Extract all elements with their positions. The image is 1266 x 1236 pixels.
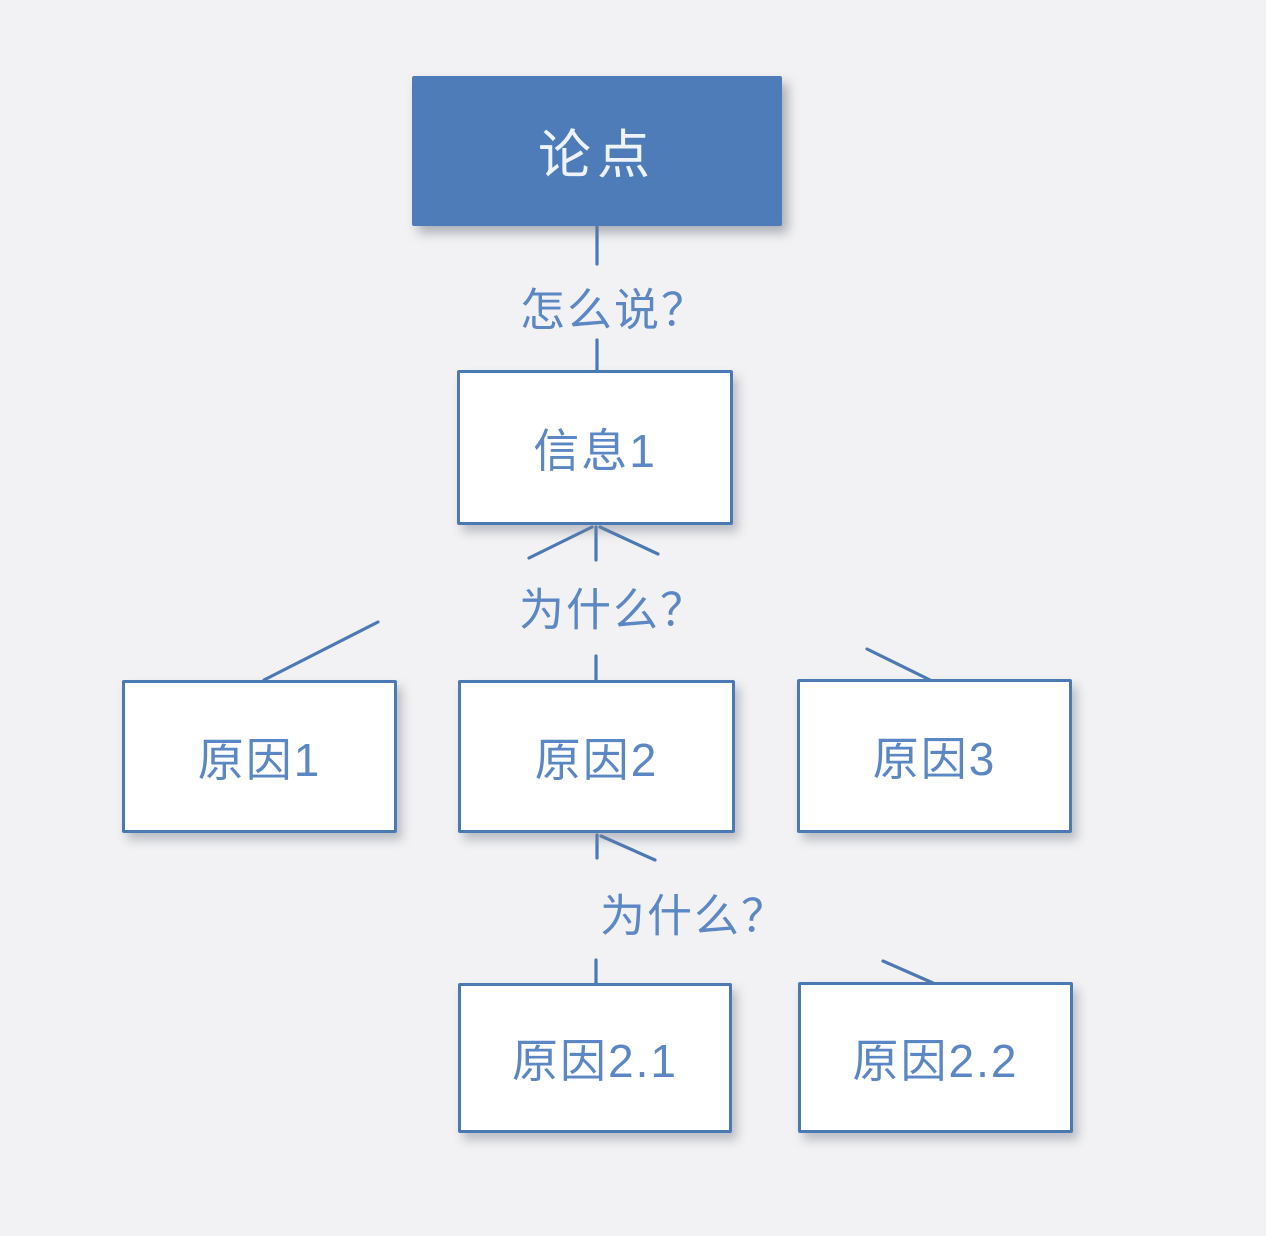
node-reason-3: 原因3 <box>797 679 1072 833</box>
node-reason-2: 原因2 <box>458 680 735 833</box>
node-message-1: 信息1 <box>457 370 733 525</box>
node-thesis: 论点 <box>412 76 782 226</box>
edge-message1-reason3-lower <box>865 647 932 682</box>
edge-label-how-to-say: 怎么说？ <box>519 284 709 336</box>
edge-label-why-2: 为什么？ <box>599 890 789 942</box>
node-reason-2-1: 原因2.1 <box>458 983 732 1133</box>
edge-message1-reason1-lower <box>262 620 380 682</box>
edge-message1-reason3-upper <box>598 525 660 556</box>
edge-message1-reason1-upper <box>527 525 594 560</box>
edge-label-why-1: 为什么？ <box>518 584 708 636</box>
node-reason-1: 原因1 <box>122 680 397 833</box>
edge-reason2-reason22-lower <box>881 959 935 985</box>
edge-reason2-reason22-upper <box>599 834 657 862</box>
node-reason-2-2: 原因2.2 <box>798 982 1073 1133</box>
